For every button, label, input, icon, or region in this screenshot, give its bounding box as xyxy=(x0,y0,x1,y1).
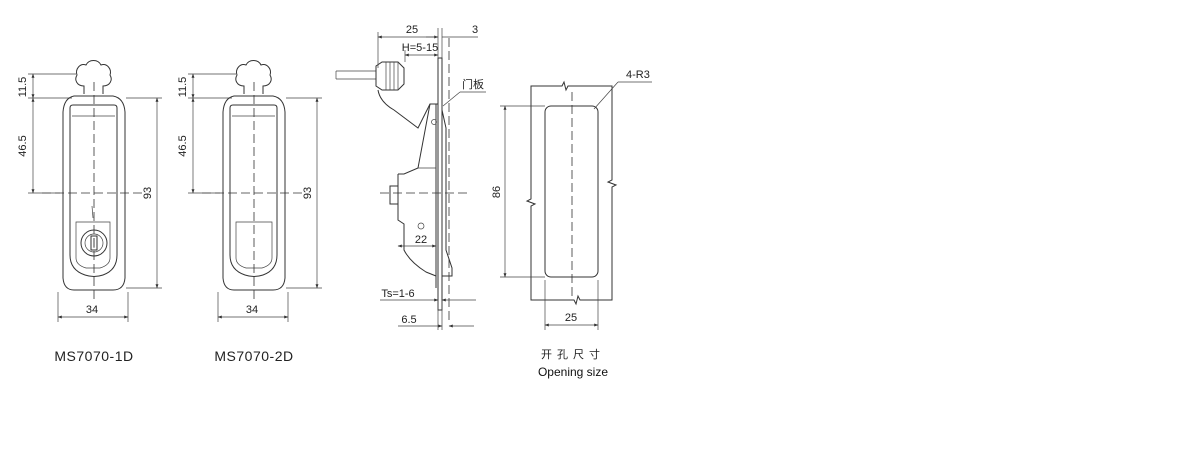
front-view-2d: 11.5 46.5 93 34 MS7070-2D xyxy=(177,60,322,364)
dim-width-1d: 34 xyxy=(86,304,98,316)
dim-opening-width: 25 xyxy=(565,312,577,324)
handle-body-side xyxy=(377,89,438,129)
knob-side xyxy=(335,61,405,91)
door-panel xyxy=(437,57,443,311)
door-panel-label: 门板 xyxy=(462,77,484,91)
dim-22: 22 xyxy=(415,234,427,246)
dim-height-1d: 93 xyxy=(142,187,154,199)
dim-center-2d: 46.5 xyxy=(177,135,189,156)
model-label-2d: MS7070-2D xyxy=(214,348,293,364)
panel-outline xyxy=(525,80,618,306)
side-view: 门板 25 3 H=5-15 22 Ts=1-6 6.5 xyxy=(335,24,486,330)
housing-2d xyxy=(222,95,286,291)
dim-depth: 25 xyxy=(406,24,418,36)
handle-1d xyxy=(69,104,118,277)
dim-ts: Ts=1-6 xyxy=(381,288,414,300)
dim-h: H=5-15 xyxy=(402,42,438,54)
knob-1d xyxy=(75,60,112,94)
handle-2d xyxy=(229,104,278,277)
opening-size-view: 4-R3 86 25 开孔尺寸 Opening size xyxy=(491,69,652,379)
dim-opening-height: 86 xyxy=(491,186,503,198)
dim-radius: 4-R3 xyxy=(626,69,650,81)
caption-cn: 开孔尺寸 xyxy=(541,347,605,361)
dim-knob-1d: 11.5 xyxy=(17,77,29,98)
model-label-1d: MS7070-1D xyxy=(54,348,133,364)
dim-plate: 3 xyxy=(472,24,478,36)
dim-knob-2d: 11.5 xyxy=(177,77,189,98)
dim-center-1d: 46.5 xyxy=(17,135,29,156)
knob-2d xyxy=(235,60,272,94)
dim-width-2d: 34 xyxy=(246,304,258,316)
housing-1d xyxy=(62,95,126,291)
dim-height-2d: 93 xyxy=(302,187,314,199)
front-view-1d: 11.5 46.5 93 34 MS7070-1D xyxy=(17,60,162,364)
cutout xyxy=(544,105,599,278)
dim-6-5: 6.5 xyxy=(401,314,416,326)
caption-en: Opening size xyxy=(538,365,608,379)
